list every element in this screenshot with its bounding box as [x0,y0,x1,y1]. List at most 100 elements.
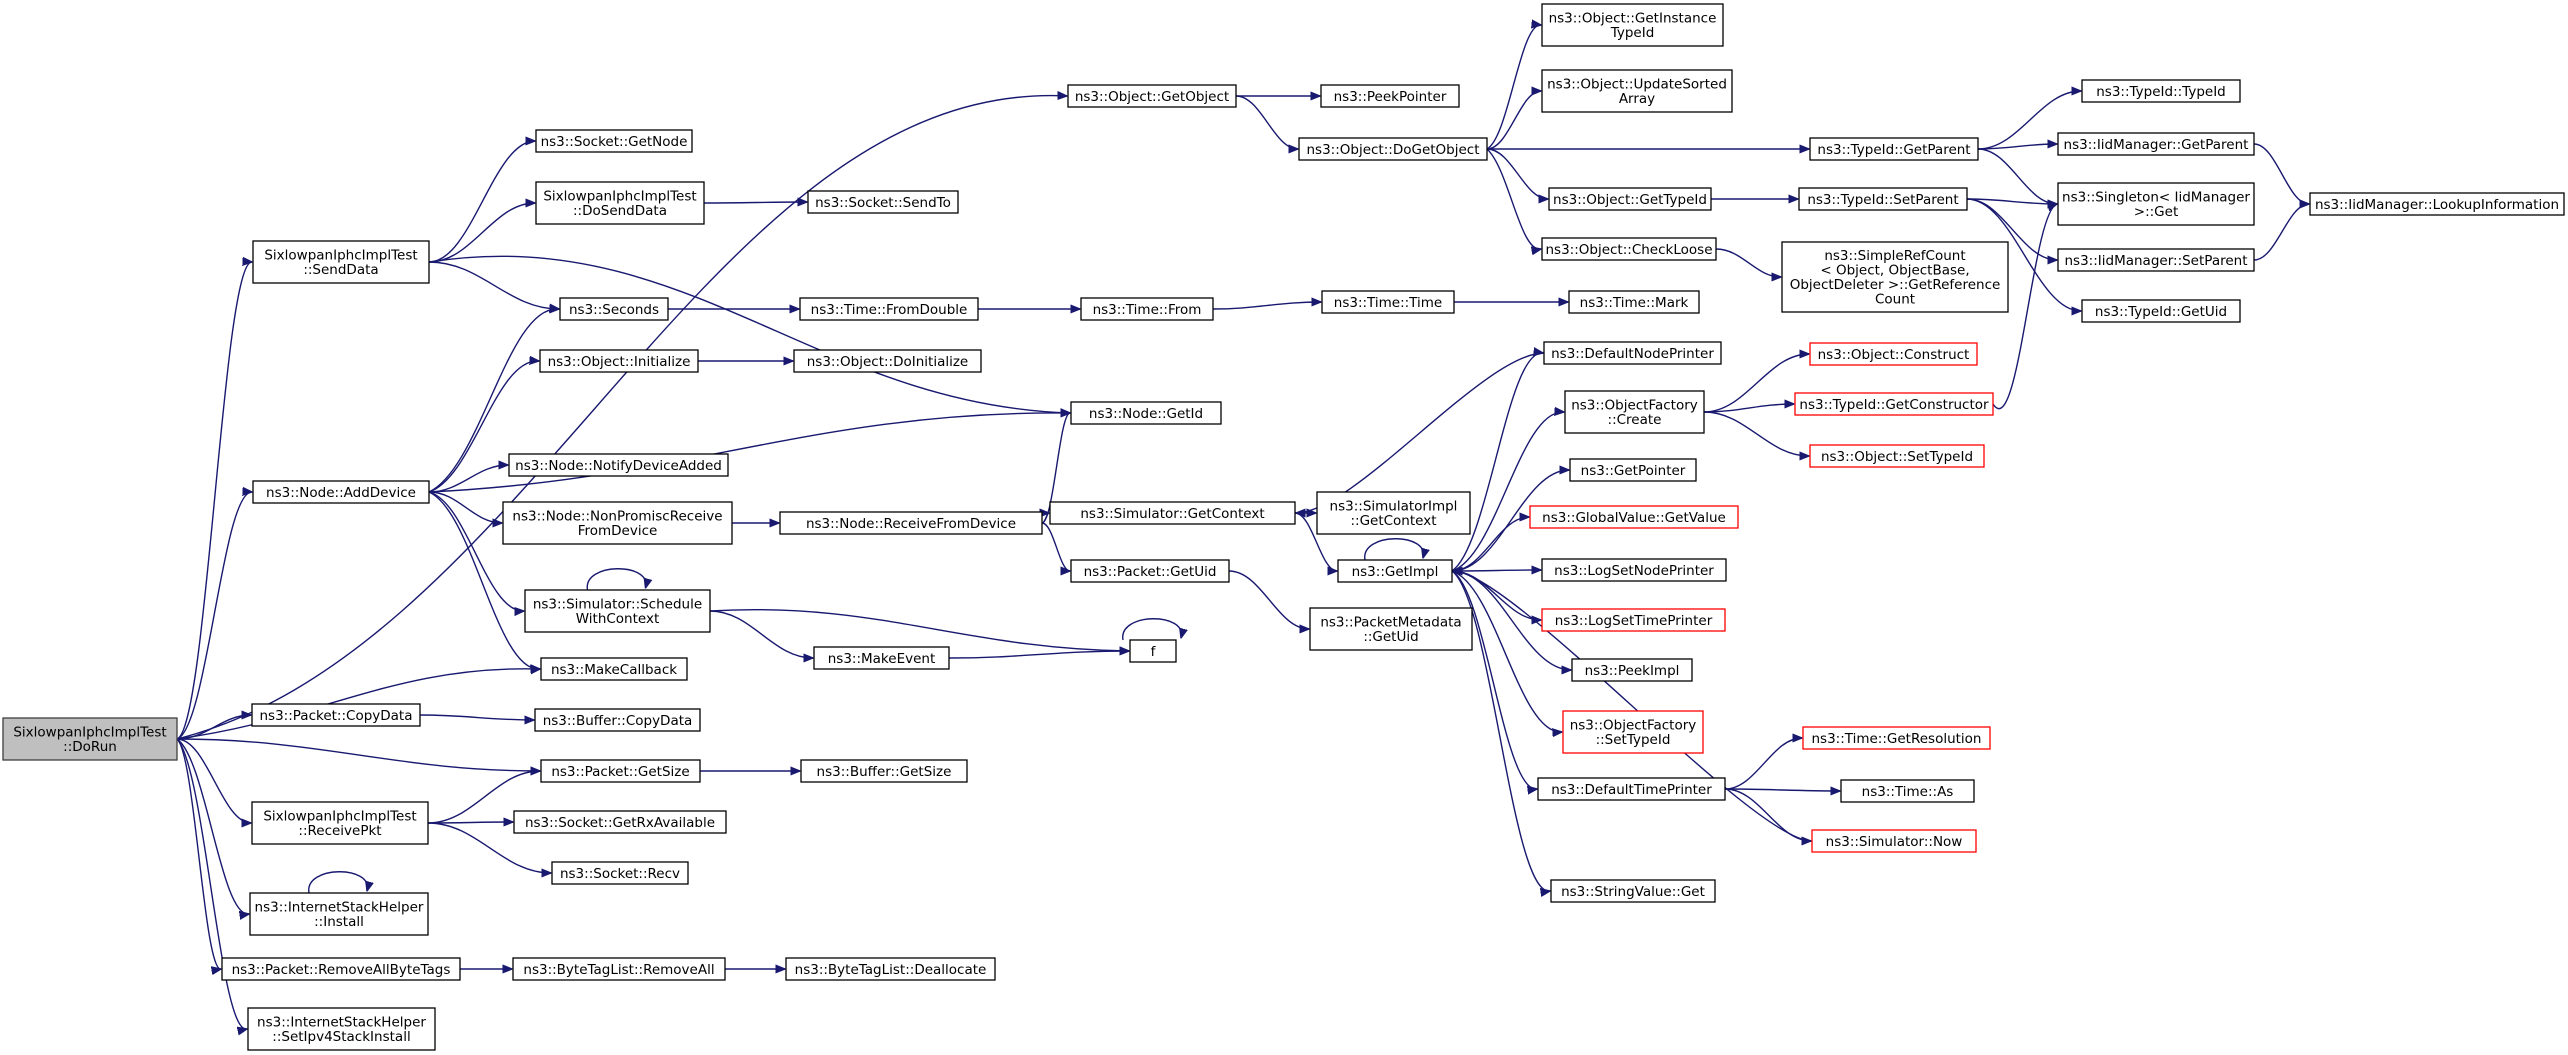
node-packetmetadata[interactable]: ns3::PacketMetadata::GetUid [1309,607,1473,651]
node-label: ns3::LogSetTimePrinter [1555,613,1713,629]
node-simplerefcount[interactable]: ns3::SimpleRefCount< Object, ObjectBase,… [1781,241,2009,313]
node-label: ns3::Object::Initialize [548,354,691,370]
call-edge [1992,204,2057,409]
node-doinitialize[interactable]: ns3::Object::DoInitialize [793,349,982,373]
node-makecallback[interactable]: ns3::MakeCallback [540,657,688,681]
node-peekimpl[interactable]: ns3::PeekImpl [1571,658,1693,682]
node-node_getid[interactable]: ns3::Node::GetId [1070,401,1222,425]
node-time_time[interactable]: ns3::Time::Time [1321,290,1455,314]
node-factory_settypeid[interactable]: ns3::ObjectFactory::SetTypeId [1562,710,1704,754]
node-stringvalue[interactable]: ns3::StringValue::Get [1550,879,1716,903]
node-box [2057,182,2255,226]
node-root[interactable]: SixlowpanIphcImplTest::DoRun [2,717,178,761]
node-packet_getuid[interactable]: ns3::Packet::GetUid [1070,559,1230,583]
node-box [1129,639,1177,663]
node-typeid_typeid[interactable]: ns3::TypeId::TypeId [2081,79,2241,103]
node-box [1562,710,1704,754]
node-getcontext[interactable]: ns3::Simulator::GetContext [1049,501,1296,525]
node-socket_recv[interactable]: ns3::Socket::Recv [551,861,689,885]
call-edge [176,738,247,1029]
node-adddevice[interactable]: ns3::Node::AddDevice [252,480,430,504]
node-getrxavailable[interactable]: ns3::Socket::GetRxAvailable [513,810,727,834]
node-label: ns3::Socket::GetRxAvailable [525,815,715,831]
node-iid_setparent[interactable]: ns3::IidManager::SetParent [2057,248,2255,272]
node-dosenddata[interactable]: SixlowpanIphcImplTest::DoSendData [535,181,705,225]
node-typeid_getparent[interactable]: ns3::TypeId::GetParent [1809,137,1979,161]
node-getobject[interactable]: ns3::Object::GetObject [1067,84,1237,108]
node-getpointer[interactable]: ns3::GetPointer [1569,458,1697,482]
node-box [2057,248,2255,272]
node-receivefromdevice[interactable]: ns3::Node::ReceiveFromDevice [779,511,1043,535]
node-box [1337,559,1453,583]
node-senddata[interactable]: SixlowpanIphcImplTest::SendData [252,240,430,284]
node-buffer_copydata[interactable]: ns3::Buffer::CopyData [534,708,701,732]
node-box [1809,444,1985,468]
node-defaultnodeprinter[interactable]: ns3::DefaultNodePrinter [1543,341,1722,365]
node-makeevent[interactable]: ns3::MakeEvent [813,646,950,670]
call-edge [419,714,534,720]
node-object_gettypeid[interactable]: ns3::Object::GetTypeId [1548,187,1712,211]
node-getconstructor[interactable]: ns3::TypeId::GetConstructor [1794,392,1994,416]
call-edge [1724,788,1811,841]
node-label: ns3::Node::NotifyDeviceAdded [515,458,722,474]
node-box [1298,137,1488,161]
node-setipv4[interactable]: ns3::InternetStackHelper::SetIpv4StackIn… [247,1007,436,1051]
call-edge [428,309,559,493]
node-time_from[interactable]: ns3::Time::From [1080,297,1214,321]
node-typeid_setparent[interactable]: ns3::TypeId::SetParent [1798,187,1968,211]
call-edge [2253,143,2309,204]
node-logsetnodeprinter[interactable]: ns3::LogSetNodePrinter [1541,558,1727,582]
node-packet_getsize[interactable]: ns3::Packet::GetSize [540,759,701,783]
node-fromdouble[interactable]: ns3::Time::FromDouble [799,297,979,321]
node-socket_sendto[interactable]: ns3::Socket::SendTo [807,190,959,214]
node-getresolution[interactable]: ns3::Time::GetResolution [1802,726,1991,750]
node-logsettimeprinter[interactable]: ns3::LogSetTimePrinter [1541,608,1726,632]
node-label: ns3::DefaultTimePrinter [1551,782,1712,798]
call-edge [428,361,539,493]
call-edge [1486,25,1541,150]
node-globalvalue[interactable]: ns3::GlobalValue::GetValue [1529,505,1739,529]
node-packet_copydata[interactable]: ns3::Packet::CopyData [251,703,421,727]
node-notifydeviceadded[interactable]: ns3::Node::NotifyDeviceAdded [508,453,729,477]
node-iid_getparent[interactable]: ns3::IidManager::GetParent [2057,132,2255,156]
node-bytetag_removeall[interactable]: ns3::ByteTagList::RemoveAll [512,957,726,981]
node-object_settypeid[interactable]: ns3::Object::SetTypeId [1809,444,1985,468]
node-dogetobject[interactable]: ns3::Object::DoGetObject [1298,137,1488,161]
node-initialize[interactable]: ns3::Object::Initialize [539,349,699,373]
node-time_as[interactable]: ns3::Time::As [1840,779,1975,803]
node-checkloose[interactable]: ns3::Object::CheckLoose [1541,237,1717,261]
node-receivepkt[interactable]: SixlowpanIphcImplTest::ReceivePkt [251,801,429,845]
node-peekpointer[interactable]: ns3::PeekPointer [1320,84,1460,108]
node-install[interactable]: ns3::InternetStackHelper::Install [249,892,429,936]
node-box [1080,297,1214,321]
node-deallocate[interactable]: ns3::ByteTagList::Deallocate [785,957,996,981]
node-box [559,297,669,321]
node-label: ns3::ByteTagList::Deallocate [795,962,987,978]
node-time_mark[interactable]: ns3::Time::Mark [1568,290,1700,314]
node-objectconstruct[interactable]: ns3::Object::Construct [1809,342,1978,366]
node-box [1070,401,1222,425]
call-edge [1122,618,1182,641]
node-singleton[interactable]: ns3::Singleton< IidManager >::Get [2057,182,2255,226]
node-factory_create[interactable]: ns3::ObjectFactory::Create [1564,390,1705,434]
node-buffer_getsize[interactable]: ns3::Buffer::GetSize [800,759,968,783]
call-edge [1451,570,1562,732]
node-socket_getnode[interactable]: ns3::Socket::GetNode [535,129,693,153]
node-f[interactable]: f [1129,639,1177,663]
node-lookup[interactable]: ns3::IidManager::LookupInformation [2309,192,2565,216]
node-typeid_getuid[interactable]: ns3::TypeId::GetUid [2081,299,2241,323]
node-label: ns3::SimpleRefCount [1824,248,1965,264]
node-simimpl_getcontext[interactable]: ns3::SimulatorImpl::GetContext [1316,491,1471,535]
node-removeallbytetags[interactable]: ns3::Packet::RemoveAllByteTags [221,957,461,981]
node-label: ns3::TypeId::GetConstructor [1799,397,1989,413]
node-defaulttimeprinter[interactable]: ns3::DefaultTimePrinter [1537,777,1726,801]
node-label: ns3::IidManager::GetParent [2064,137,2249,153]
node-seconds[interactable]: ns3::Seconds [559,297,669,321]
node-simulator_now[interactable]: ns3::Simulator::Now [1811,829,1977,853]
node-getimpl[interactable]: ns3::GetImpl [1337,559,1453,583]
call-edge [176,262,252,740]
